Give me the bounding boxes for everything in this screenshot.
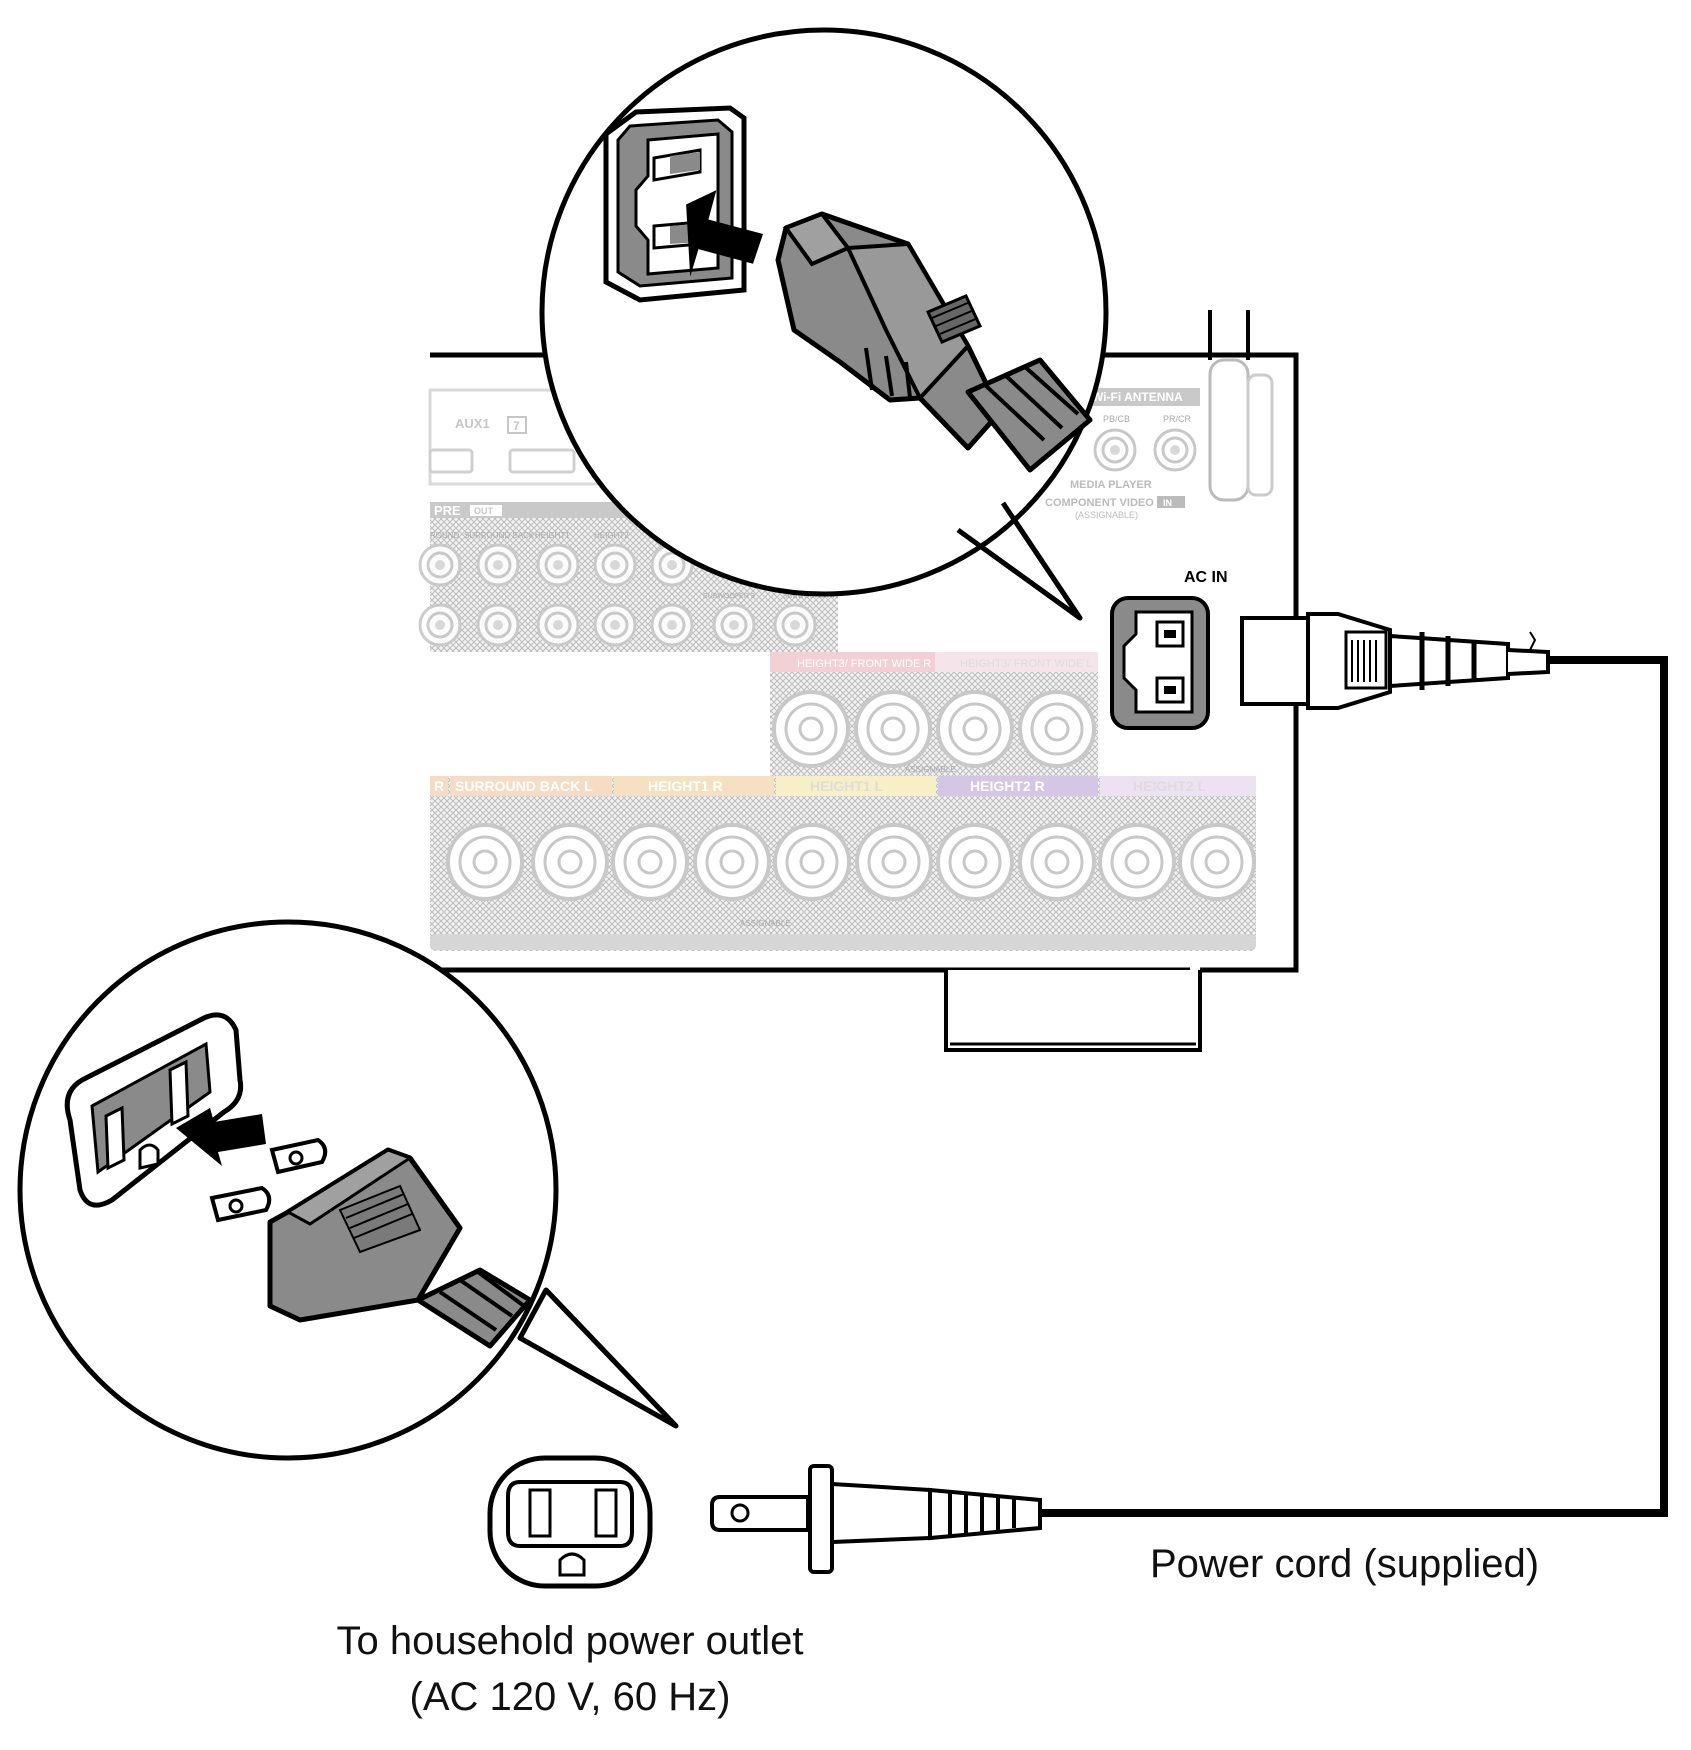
pb-cb-label: PB/CB — [1103, 414, 1130, 424]
outlet-caption-line1: To household power outlet — [336, 1619, 804, 1663]
assignable-label: (ASSIGNABLE) — [1075, 510, 1138, 520]
iec-power-plug — [1240, 612, 1550, 710]
power-cord — [1040, 631, 1668, 1517]
input-7-label: 7 — [513, 419, 520, 433]
wall-power-plug — [710, 1464, 1042, 1574]
wall-outlet — [487, 1455, 653, 1589]
sp-label-r: R — [434, 778, 444, 794]
power-cord-caption: Power cord (supplied) — [1150, 1542, 1540, 1586]
sp-label-height2-l: HEIGHT2 L — [1133, 778, 1207, 794]
out-label: OUT — [474, 506, 494, 516]
height3-front-wide-section: HEIGHT3/ FRONT WIDE R HEIGHT3/ FRONT WID… — [770, 652, 1098, 780]
pr-cr-label: PR/CR — [1163, 414, 1192, 424]
sp-label-height1-r: HEIGHT1 R — [648, 778, 723, 794]
insert-arrow-icon — [686, 190, 763, 277]
outlet-caption: To household power outlet (AC 120 V, 60 … — [310, 1617, 830, 1729]
insert-arrow-icon-2 — [176, 1108, 266, 1166]
zoom-callout-ac-in — [539, 27, 1109, 621]
ac-socket-closeup — [603, 105, 747, 303]
sp-label-surround-back-l: SURROUND BACK L — [455, 778, 593, 794]
speaker-terminals: R SURROUND BACK L HEIGHT1 R HEIGHT1 L HE… — [430, 776, 1256, 951]
sp-label-height2-r: HEIGHT2 R — [970, 778, 1045, 794]
outlet-caption-line2: (AC 120 V, 60 Hz) — [409, 1675, 731, 1719]
iec-connector-closeup — [775, 211, 1093, 473]
outlet-closeup — [64, 1012, 244, 1208]
pre-col-2: SURROUND BACK — [464, 531, 535, 540]
pre-col-4: HEIGHT2 — [594, 531, 629, 540]
assignable-small-2: ASSIGNABLE — [740, 919, 791, 928]
pre-label: PRE — [434, 503, 461, 518]
ac-in-socket: AC IN — [1110, 569, 1228, 730]
aux1-label: AUX1 — [455, 416, 490, 431]
zoom-callout-outlet — [17, 919, 679, 1461]
subwoofer3-label: SUBWOOFER 3 — [703, 593, 755, 600]
assignable-small-1: ASSIGNABLE — [905, 765, 956, 774]
sp-label-height1-l: HEIGHT1 L — [810, 778, 884, 794]
component-in-label: IN — [1163, 498, 1172, 508]
media-player-label: MEDIA PLAYER — [1070, 479, 1152, 491]
height3-l-label: HEIGHT3/ FRONT WIDE L — [960, 658, 1092, 670]
component-video-label: COMPONENT VIDEO — [1045, 497, 1154, 509]
ac-in-label: AC IN — [1184, 569, 1228, 586]
height3-r-label: HEIGHT3/ FRONT WIDE R — [797, 658, 931, 670]
pre-col-1: ROUND — [430, 531, 460, 540]
pre-col-3: HEIGHT1 — [535, 531, 570, 540]
nema-plug-closeup — [209, 1137, 533, 1349]
wifi-antenna-label: Wi-Fi ANTENNA — [1092, 390, 1183, 404]
subwoofer4-label: SUBWOOFER 4 — [783, 593, 835, 600]
